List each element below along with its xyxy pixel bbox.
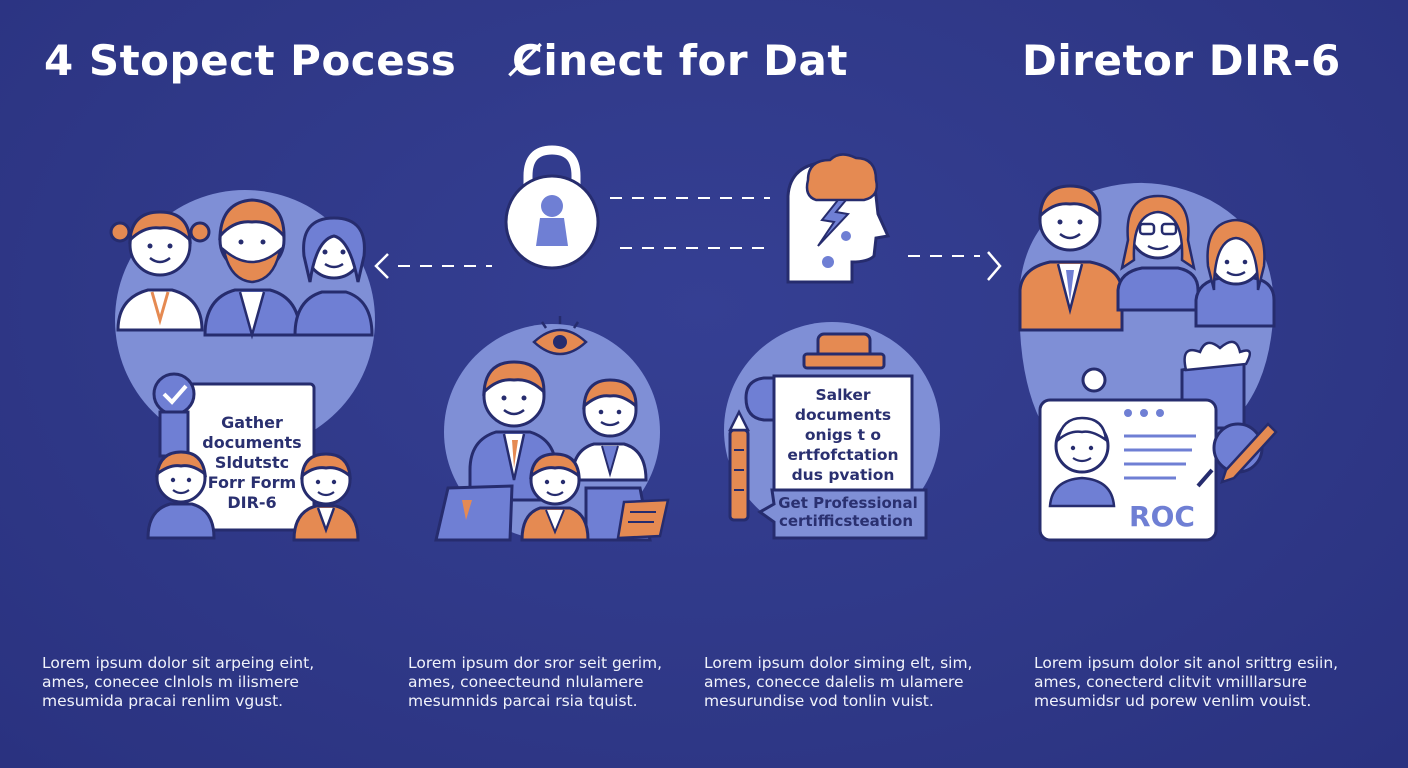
description-3: Lorem ipsum dolor siming elt, sim,ames, … xyxy=(704,654,994,711)
salker-card-line-5: dus pvation xyxy=(792,466,895,484)
eye-icon xyxy=(532,316,588,356)
description-1-line-3: mesumida pracai renlim vgust. xyxy=(42,692,284,710)
salker-documents-card xyxy=(772,374,914,496)
title-connect: C̸inect for Dat xyxy=(512,36,848,85)
magnifier-pencil-icon xyxy=(1196,422,1278,488)
pin-dot xyxy=(1081,367,1107,393)
description-1-line-1: Lorem ipsum dolor sit arpeing eint, xyxy=(42,654,315,672)
head-brain-icon xyxy=(786,153,891,284)
gather-card-line-1: Gather xyxy=(221,413,283,432)
group-certification: Salker documents onigs t o ertfofctation… xyxy=(724,322,940,540)
description-4-line-1: Lorem ipsum dolor sit anol srittrg esiin… xyxy=(1034,654,1339,672)
gather-card-line-2: documents xyxy=(202,433,301,452)
id-card-icon: ROC xyxy=(1038,398,1218,542)
group-director: ROC xyxy=(1018,182,1278,542)
gather-card-line-3: Sldutstc xyxy=(215,453,289,472)
lock-icon xyxy=(504,145,600,270)
person-director-woman-glasses xyxy=(1116,194,1200,312)
person-child-left xyxy=(146,450,216,540)
gather-card-line-4: Forr Form xyxy=(208,473,296,492)
person-child-center xyxy=(520,452,590,542)
person-woman-left xyxy=(109,210,211,332)
gather-card-line-5: DIR-6 xyxy=(227,493,276,512)
checkmark-badge-icon xyxy=(152,372,196,458)
salker-card-line-1: Salker xyxy=(816,386,871,404)
person-director-woman xyxy=(1194,218,1276,328)
pencil-icon xyxy=(727,409,751,522)
description-3-line-1: Lorem ipsum dolor siming elt, sim, xyxy=(704,654,973,672)
person-man-bearded xyxy=(203,198,302,340)
description-4: Lorem ipsum dolor sit anol srittrg esiin… xyxy=(1034,654,1374,711)
certification-banner xyxy=(757,488,928,540)
arrow-left-icon xyxy=(374,253,492,279)
document-stack xyxy=(616,498,670,540)
desk-left xyxy=(434,484,514,542)
person-director-man xyxy=(1018,184,1124,332)
roc-label: ROC xyxy=(1129,500,1195,533)
group-meeting xyxy=(434,316,670,542)
arrow-right-icon xyxy=(908,251,1002,281)
certification-line-2: certifficsteation xyxy=(779,512,913,530)
description-3-line-3: mesurundise vod tonlin vuist. xyxy=(704,692,934,710)
title-director: Diretor DIR-6 xyxy=(1022,36,1341,85)
person-child-right xyxy=(292,452,360,542)
description-2-line-2: ames, coneecteund nlulamere xyxy=(408,673,644,691)
description-2: Lorem ipsum dor sror seit gerim,ames, co… xyxy=(408,654,698,711)
salker-card-line-2: documents xyxy=(795,406,891,424)
title-process: 4 Stopect Pocess xyxy=(44,36,457,85)
description-1-line-2: ames, conecee clnlols m ilismere xyxy=(42,673,299,691)
description-3-line-2: ames, conecce dalelis m ulamere xyxy=(704,673,964,691)
salker-card-line-4: ertfofctation xyxy=(787,446,898,464)
group-gather-documents: Gather documents Sldutstc Forr Form DIR-… xyxy=(109,190,375,542)
certification-line-1: Get Professional xyxy=(778,494,918,512)
description-2-line-3: mesumnids parcai rsia tquist. xyxy=(408,692,638,710)
person-woman-right xyxy=(293,216,374,337)
salker-card-line-3: onigs t o xyxy=(805,426,881,444)
description-1: Lorem ipsum dolor sit arpeing eint,ames,… xyxy=(42,654,362,711)
person-man-right xyxy=(570,378,648,482)
clipboard-icon xyxy=(744,332,914,496)
description-2-line-1: Lorem ipsum dor sror seit gerim, xyxy=(408,654,663,672)
description-4-line-3: mesumidsr ud porew venlim vouist. xyxy=(1034,692,1312,710)
description-4-line-2: ames, conecterd clitvit vmilllarsure xyxy=(1034,673,1307,691)
